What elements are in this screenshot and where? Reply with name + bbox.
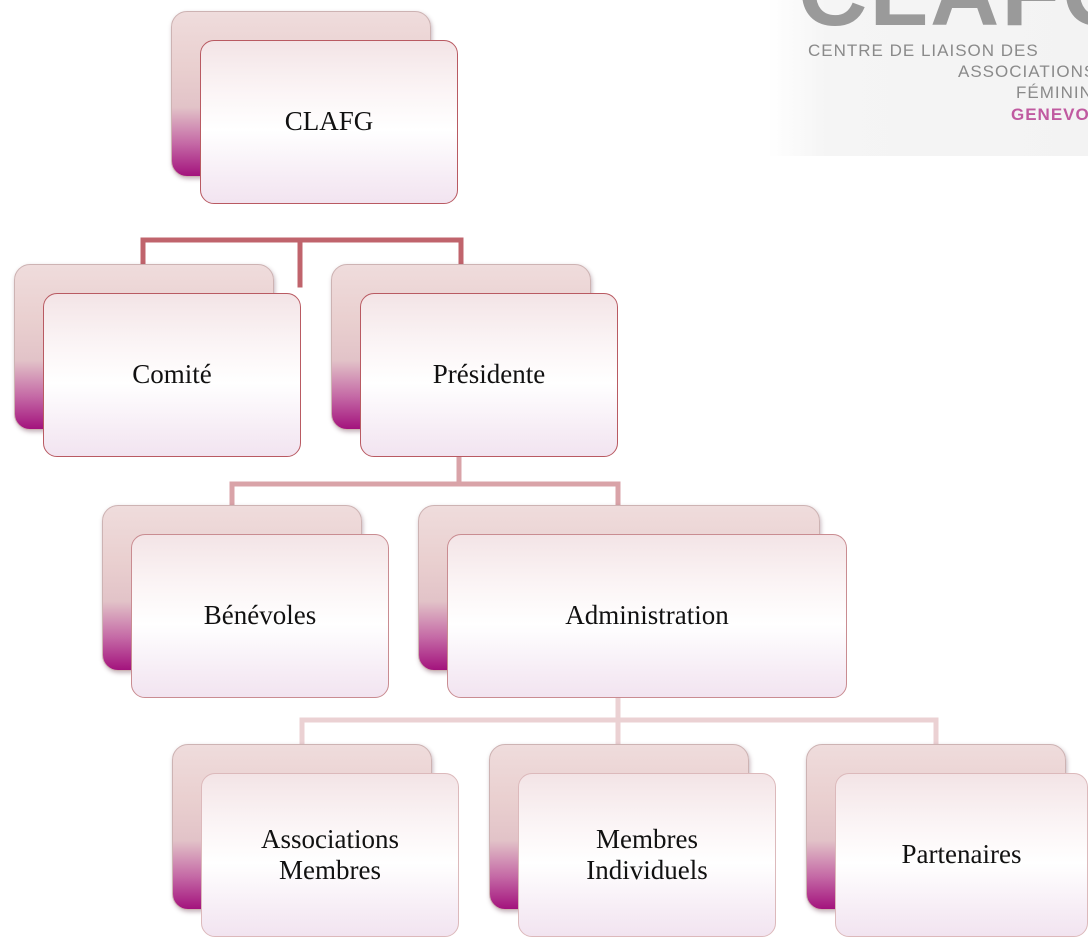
logo-text-line-4: GENEVOISES	[1011, 105, 1088, 124]
node-card: CLAFG	[200, 40, 458, 204]
node-card: Comité	[43, 293, 301, 457]
logo-text-line-2: ASSOCIATIONS	[958, 62, 1088, 81]
node-label: Administration	[565, 600, 729, 631]
logo-text-line-3: FÉMININES	[1016, 83, 1088, 102]
node-label: Membres Individuels	[586, 823, 708, 885]
logo-letters: CLAFG	[798, 0, 1088, 48]
node-card: Associations Membres	[201, 773, 459, 937]
node-card: Bénévoles	[131, 534, 389, 698]
node-card: Administration	[447, 534, 847, 698]
node-card: Présidente	[360, 293, 618, 457]
node-label: Présidente	[432, 359, 546, 390]
node-card: Membres Individuels	[518, 773, 776, 937]
clafg-logo: CLAFG CENTRE DE LIAISON DES ASSOCIATIONS…	[768, 0, 1088, 156]
connector-root-to-level1	[140, 237, 464, 288]
node-label: Bénévoles	[203, 600, 317, 631]
node-card: Partenaires	[835, 773, 1088, 937]
node-label: Partenaires	[901, 839, 1022, 870]
connector-administration-to-level3	[299, 695, 939, 747]
node-label: CLAFG	[284, 106, 374, 137]
connector-presidente-to-level2	[229, 455, 621, 508]
node-label: Comité	[132, 359, 212, 390]
node-label: Associations Membres	[261, 823, 399, 885]
logo-text-line-1: CENTRE DE LIAISON DES	[808, 41, 1039, 60]
